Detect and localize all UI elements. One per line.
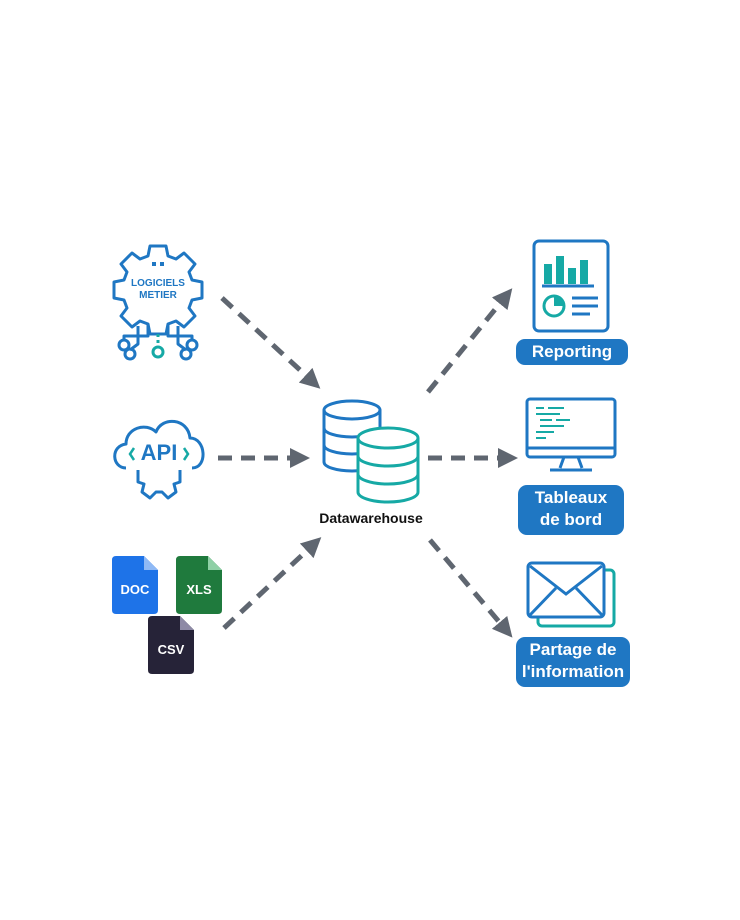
logiciels-line2: METIER — [139, 290, 178, 301]
datawarehouse-label: Datawarehouse — [319, 510, 423, 526]
tableaux-line2: de bord — [539, 510, 603, 529]
arrow-dw-to-partage — [428, 538, 513, 638]
tableaux-badge: Tableaux de bord — [518, 485, 624, 535]
reporting-label: Reporting — [531, 342, 613, 361]
csv-label: CSV — [157, 642, 185, 657]
api-label: API — [141, 440, 178, 465]
tableaux-line1: Tableaux — [534, 488, 608, 507]
doc-label: DOC — [120, 582, 150, 597]
partage-badge: Partage de l'information — [516, 637, 630, 687]
gear-circuit-icon: LOGICIELS METIER — [112, 244, 204, 361]
csv-file-icon: CSV — [148, 616, 194, 674]
partage-line2: l'information — [521, 662, 625, 681]
arrow-dw-to-reporting — [426, 288, 513, 394]
monitor-icon — [525, 397, 617, 472]
doc-file-icon: DOC — [112, 556, 158, 614]
xls-file-icon: XLS — [176, 556, 222, 614]
reporting-badge: Reporting — [516, 339, 628, 365]
xls-label: XLS — [186, 582, 212, 597]
arrow-files-to-dw — [222, 537, 322, 630]
database-icon — [322, 399, 420, 504]
logiciels-line1: LOGICIELS — [131, 278, 185, 289]
partage-line1: Partage de — [529, 640, 617, 659]
report-icon — [532, 239, 610, 333]
envelope-icon — [526, 561, 616, 628]
arrow-logiciels-to-dw — [220, 296, 321, 389]
cloud-gear-icon: API — [113, 420, 205, 500]
